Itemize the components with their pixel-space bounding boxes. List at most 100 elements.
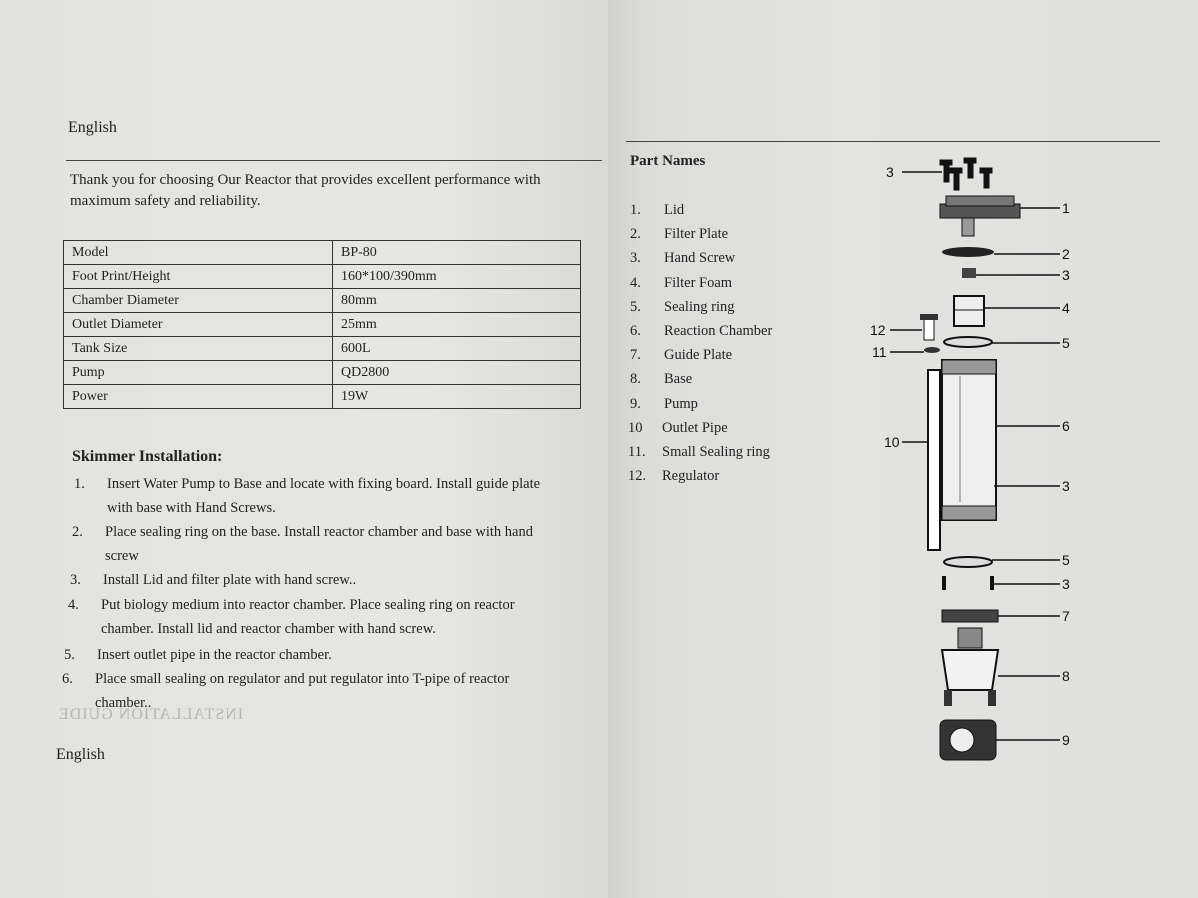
step-text: Place small sealing on regulator and put… [95,671,510,687]
step-text: Install Lid and filter plate with hand s… [103,572,357,588]
part-name: Sealing ring [664,298,735,315]
part-names-title: Part Names [630,153,706,169]
part-name: Pump [664,395,698,412]
language-heading-bottom: English [56,746,105,763]
language-heading-top: English [68,119,117,136]
spec-label: Power [63,384,333,409]
step-number: 1. [74,476,85,492]
spec-label: Tank Size [63,336,333,361]
spec-value: 19W [332,384,581,409]
step-number: 5. [64,647,75,663]
part-name: Guide Plate [664,347,733,364]
spec-label: Chamber Diameter [63,288,333,313]
guide-plate-icon [941,609,999,623]
step-number: 3. [70,572,81,588]
callout: 5 [1062,335,1070,351]
part-number: 2. [630,226,641,243]
step-text: screw [105,548,139,564]
part-number: 12. [628,468,647,485]
small-sealing-ring-icon [924,347,940,353]
part-number: 8. [630,371,641,388]
sealing-ring-icon [943,336,993,348]
spec-value: 80mm [332,288,581,313]
divider-right [626,141,1160,142]
part-number: 1. [630,202,641,218]
filter-plate-icon [942,247,994,257]
part-number: 7. [630,347,641,364]
spec-value: 160*100/390mm [332,264,581,289]
callout: 3 [1062,576,1070,592]
spec-value: 25mm [332,312,581,337]
part-name: Reaction Chamber [664,323,773,339]
callout-lines [890,171,1060,741]
part-number: 6. [630,323,641,339]
spec-label: Outlet Diameter [63,312,333,337]
exploded-diagram: 3 1 2 3 4 5 12 11 6 10 3 5 3 7 8 9 [870,157,1070,761]
callout: 11 [872,344,887,360]
callout: 7 [1062,608,1070,624]
spec-label: Model [63,240,333,265]
callout: 12 [870,322,886,338]
part-name: Regulator [662,468,720,485]
divider [66,160,602,161]
step-text: chamber. Install lid and reactor chamber… [101,621,436,637]
part-number: 4. [630,274,641,291]
callout: 9 [1062,732,1070,748]
callout: 6 [1062,418,1070,434]
pump-icon [939,719,997,761]
outlet-pipe-icon [927,369,941,551]
callout: 3 [1062,478,1070,494]
callout: 3 [886,164,894,180]
spec-label: Foot Print/Height [63,264,333,289]
part-name: Hand Screw [664,250,736,267]
lid-icon [939,195,1021,237]
callout: 3 [1062,267,1070,283]
part-name: Outlet Pipe [662,419,728,436]
callout: 8 [1062,668,1070,684]
callout: 4 [1062,300,1070,316]
bleed-through-text: INSTALLATION GUIDE [58,706,244,723]
part-number: 9. [630,395,641,412]
part-name: Lid [664,202,685,218]
part-name: Small Sealing ring [662,444,770,460]
callout: 5 [1062,552,1070,568]
part-name: Filter Foam [664,274,733,291]
part-name: Filter Plate [664,226,729,243]
step-text: Place sealing ring on the base. Install … [105,524,533,540]
step-text: with base with Hand Screws. [107,500,276,516]
part-number: 5. [630,298,641,315]
reaction-chamber-icon [941,359,997,521]
callout: 1 [1062,200,1070,216]
left-page: English Thank you for choosing Our React… [0,0,608,898]
hand-screw-icon [962,268,976,278]
step-text: Insert Water Pump to Base and locate wit… [107,476,541,492]
spec-value: BP-80 [332,240,581,265]
callout: 10 [884,434,900,450]
regulator-icon [920,314,938,341]
filter-foam-icon [953,295,985,327]
step-number: 2. [72,524,83,540]
sealing-ring-lower-icon [943,556,993,568]
step-number: 4. [68,597,79,613]
right-page [608,0,1198,898]
base-icon [940,627,1000,706]
hand-screws-icon [939,157,993,191]
callout-numbers: 3 1 2 3 4 5 12 11 6 10 3 5 3 7 8 9 [870,164,1070,748]
part-number: 10 [628,419,643,436]
step-text: Insert outlet pipe in the reactor chambe… [97,647,332,663]
intro-text: Thank you for choosing Our Reactor that … [70,172,541,209]
hand-screws-lower-icon [942,576,994,590]
step-text: chamber.. [95,695,152,711]
part-name: Base [664,371,693,388]
callout: 2 [1062,246,1070,262]
part-number: 3. [630,250,641,267]
installation-heading: Skimmer Installation: [72,448,223,465]
